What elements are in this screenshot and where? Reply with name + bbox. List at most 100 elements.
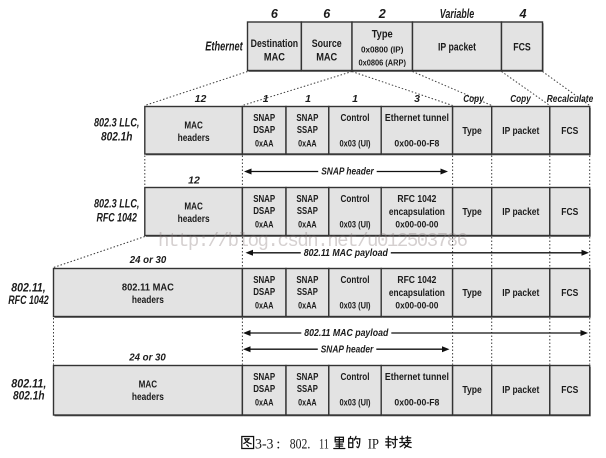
svg-text:headers: headers [132, 391, 164, 403]
svg-text:0xAA: 0xAA [255, 398, 274, 408]
svg-text:IP packet: IP packet [502, 287, 539, 299]
svg-text:0xAA: 0xAA [255, 220, 274, 230]
svg-text:0x03 (UI): 0x03 (UI) [340, 398, 371, 408]
svg-text:0x00-00-F8: 0x00-00-F8 [394, 139, 439, 149]
svg-text:3-3: 3-3 [255, 436, 274, 452]
svg-text:0xAA: 0xAA [298, 220, 317, 230]
svg-text:Control: Control [341, 193, 370, 205]
svg-text:MAC: MAC [316, 52, 337, 64]
svg-text:0xAA: 0xAA [298, 301, 317, 311]
svg-text:SNAP: SNAP [296, 274, 318, 286]
svg-text:Type: Type [462, 125, 482, 137]
svg-text:802.3 LLC,: 802.3 LLC, [94, 116, 140, 130]
svg-text:FCS: FCS [561, 384, 578, 396]
svg-text:Copy: Copy [510, 93, 531, 105]
svg-text:SNAP header: SNAP header [321, 344, 374, 355]
svg-text:0x0806 (ARP): 0x0806 (ARP) [358, 57, 406, 67]
svg-text:RFC 1042: RFC 1042 [397, 193, 436, 205]
svg-text:DSAP: DSAP [253, 383, 275, 395]
svg-text:http://blog.csdn.net/u01250378: http://blog.csdn.net/u012503786 [158, 230, 468, 252]
svg-text:Destination: Destination [251, 38, 299, 50]
svg-text:FCS: FCS [513, 42, 531, 54]
svg-text:4: 4 [518, 7, 526, 21]
svg-text:IP: IP [368, 436, 379, 452]
svg-text:24 or 30: 24 or 30 [128, 352, 166, 364]
svg-text:IP packet: IP packet [502, 384, 539, 396]
svg-text:0xAA: 0xAA [255, 139, 274, 149]
svg-text:FCS: FCS [561, 206, 578, 218]
svg-text:3: 3 [414, 93, 420, 105]
svg-text:SSAP: SSAP [297, 286, 318, 298]
svg-text:DSAP: DSAP [253, 205, 275, 217]
svg-text:Source: Source [312, 38, 342, 50]
svg-text:6: 6 [323, 7, 331, 21]
svg-text::: : [276, 436, 280, 452]
svg-text:Variable: Variable [440, 7, 475, 21]
svg-text:DSAP: DSAP [253, 286, 275, 298]
svg-text:MAC: MAC [184, 120, 203, 132]
svg-text:RFC 1042: RFC 1042 [96, 210, 137, 224]
svg-text:Ethernet: Ethernet [205, 39, 243, 53]
svg-text:IP packet: IP packet [502, 125, 539, 137]
svg-text:Control: Control [341, 274, 370, 286]
svg-text:SSAP: SSAP [297, 383, 318, 395]
svg-text:Type: Type [462, 206, 482, 218]
svg-text:SNAP: SNAP [253, 274, 275, 286]
svg-text:802.11 MAC payload: 802.11 MAC payload [304, 248, 389, 259]
svg-text:IP packet: IP packet [438, 42, 476, 54]
svg-text:2: 2 [378, 7, 386, 21]
svg-text:802.1h: 802.1h [101, 130, 133, 144]
svg-text:SNAP: SNAP [296, 112, 318, 124]
svg-text:0x0800 (IP): 0x0800 (IP) [361, 44, 404, 54]
svg-text:Ethernet tunnel: Ethernet tunnel [385, 112, 449, 124]
svg-text:headers: headers [178, 213, 210, 225]
svg-text:RFC 1042: RFC 1042 [8, 293, 49, 307]
svg-text:Control: Control [341, 371, 370, 383]
svg-text:802.11,: 802.11, [11, 376, 46, 390]
svg-text:Type: Type [372, 29, 393, 41]
svg-text:Control: Control [341, 112, 370, 124]
svg-text:Type: Type [462, 384, 482, 396]
svg-text:SNAP: SNAP [296, 371, 318, 383]
svg-text:Type: Type [462, 287, 482, 299]
svg-text:SNAP: SNAP [253, 112, 275, 124]
svg-text:SNAP: SNAP [253, 193, 275, 205]
svg-text:12: 12 [188, 174, 200, 186]
svg-text:0xAA: 0xAA [255, 301, 274, 311]
svg-text:MAC: MAC [139, 379, 158, 391]
svg-text:SNAP: SNAP [253, 371, 275, 383]
svg-text:FCS: FCS [561, 287, 578, 299]
svg-text:SSAP: SSAP [297, 205, 318, 217]
svg-text:DSAP: DSAP [253, 124, 275, 136]
svg-text:MAC: MAC [264, 52, 285, 64]
svg-text:6: 6 [271, 7, 279, 21]
svg-text:24 or 30: 24 or 30 [129, 254, 167, 266]
svg-text:0x03 (UI): 0x03 (UI) [340, 220, 371, 230]
svg-text:12: 12 [195, 93, 207, 105]
svg-text:1: 1 [305, 93, 311, 105]
svg-text:11: 11 [319, 436, 329, 452]
svg-text:802.1h: 802.1h [13, 389, 45, 403]
svg-text:SNAP header: SNAP header [321, 167, 374, 178]
svg-text:headers: headers [178, 132, 210, 144]
svg-text:encapsulation: encapsulation [389, 287, 445, 299]
svg-text:encapsulation: encapsulation [389, 206, 445, 218]
svg-text:802.3 LLC,: 802.3 LLC, [94, 196, 140, 210]
svg-text:1: 1 [352, 93, 358, 105]
svg-text:802.11 MAC payload: 802.11 MAC payload [304, 328, 389, 339]
svg-text:Copy: Copy [463, 93, 484, 105]
svg-text:0xAA: 0xAA [298, 139, 317, 149]
svg-text:RFC 1042: RFC 1042 [397, 274, 436, 286]
svg-text:802.11,: 802.11, [11, 280, 46, 294]
svg-text:Ethernet tunnel: Ethernet tunnel [385, 371, 449, 383]
svg-text:0x00-00-00: 0x00-00-00 [395, 301, 438, 311]
svg-text:SNAP: SNAP [296, 193, 318, 205]
svg-text:0x00-00-00: 0x00-00-00 [395, 220, 438, 230]
svg-text:0x03 (UI): 0x03 (UI) [340, 301, 371, 311]
svg-text:802.11 MAC: 802.11 MAC [122, 282, 174, 294]
svg-text:headers: headers [132, 294, 164, 306]
svg-text:0xAA: 0xAA [298, 398, 317, 408]
svg-text:SSAP: SSAP [297, 124, 318, 136]
svg-text:0x00-00-F8: 0x00-00-F8 [394, 398, 439, 408]
svg-text:0x03 (UI): 0x03 (UI) [340, 139, 371, 149]
